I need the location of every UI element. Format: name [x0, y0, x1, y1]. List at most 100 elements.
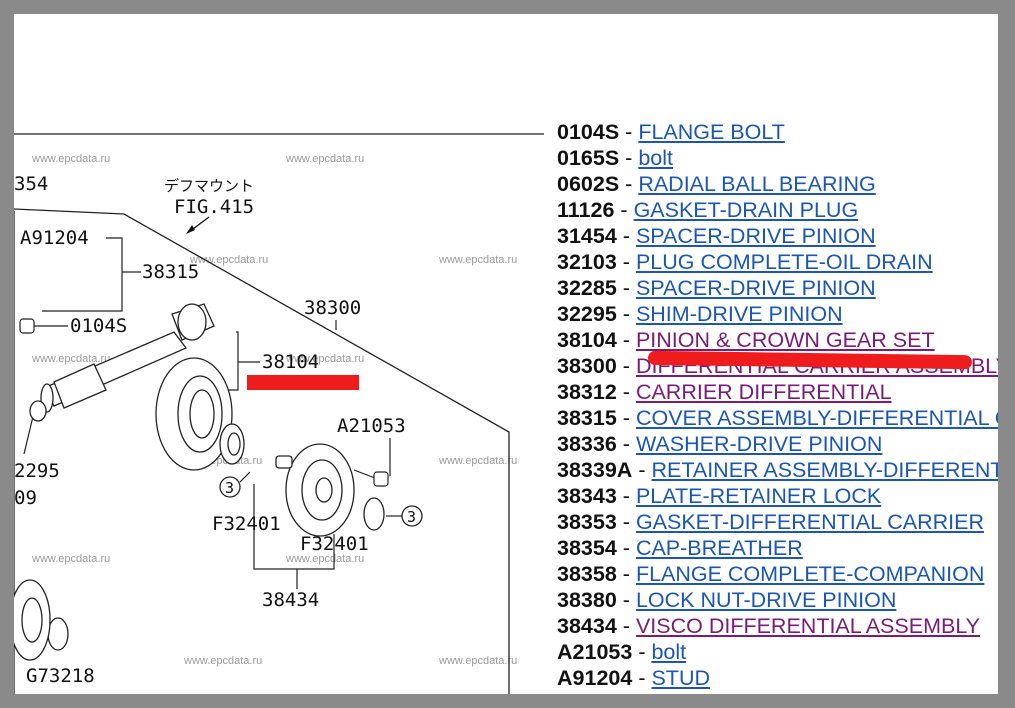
part-row: A91204 - STUD	[557, 665, 998, 691]
part-separator: -	[638, 666, 646, 690]
part-separator: -	[622, 276, 630, 300]
part-row: 32285 - SPACER-DRIVE PINION	[557, 275, 998, 301]
part-code: 38315	[557, 406, 617, 430]
label-2295: 2295	[14, 460, 60, 482]
label-354: 354	[14, 173, 48, 195]
part-row: A21053 - bolt	[557, 639, 998, 665]
label-a21053: A21053	[337, 415, 406, 437]
part-separator: -	[625, 120, 633, 144]
part-name-link[interactable]: WASHER-DRIVE PINION	[635, 432, 883, 456]
part-separator: -	[625, 172, 633, 196]
label-a91204: A91204	[20, 227, 89, 249]
label-38434: 38434	[262, 589, 319, 611]
side-gear-drawing	[14, 579, 51, 661]
part-row: 38380 - LOCK NUT-DRIVE PINION	[557, 587, 998, 613]
part-row: 0104S - FLANGE BOLT	[557, 119, 998, 145]
part-separator: -	[638, 640, 646, 664]
part-code: 32295	[557, 302, 617, 326]
part-name-link[interactable]: FLANGE COMPLETE-COMPANION	[635, 562, 985, 586]
part-name-link[interactable]: CARRIER DIFFERENTIAL	[635, 380, 892, 404]
part-row: 11126 - GASKET-DRAIN PLUG	[557, 197, 998, 223]
part-row: 38343 - PLATE-RETAINER LOCK	[557, 483, 998, 509]
label-f32401-left: F32401	[212, 513, 281, 535]
part-name-link[interactable]: bolt	[651, 640, 687, 664]
part-row: 38353 - GASKET-DIFFERENTIAL CARRIER	[557, 509, 998, 535]
part-name-link[interactable]: SPACER-DRIVE PINION	[635, 276, 876, 300]
part-name-link[interactable]: GASKET-DRAIN PLUG	[633, 198, 859, 222]
ref-fig-number: FIG.415	[174, 196, 254, 218]
watermark-text: www.epcdata.ru	[285, 353, 364, 365]
part-separator: -	[622, 588, 630, 612]
leader-lines	[23, 237, 391, 589]
callout-circle-3: 3	[219, 471, 251, 498]
part-name-link[interactable]: LOCK NUT-DRIVE PINION	[635, 588, 897, 612]
watermark-text: www.epcdata.ru	[285, 153, 364, 165]
crown-gear-drawing	[155, 357, 233, 471]
part-separator: -	[638, 458, 646, 482]
part-row: 38336 - WASHER-DRIVE PINION	[557, 431, 998, 457]
part-code: 0602S	[557, 172, 620, 196]
part-name-link[interactable]: PINION & CROWN GEAR SET	[635, 328, 935, 352]
part-separator: -	[622, 484, 630, 508]
bolt-a21053-drawing	[353, 469, 389, 487]
part-separator: -	[622, 536, 630, 560]
part-separator: -	[622, 562, 630, 586]
watermark-text: www.epcdata.ru	[285, 553, 364, 565]
label-38315: 38315	[142, 261, 199, 283]
part-name-link[interactable]: SHIM-DRIVE PINION	[635, 302, 843, 326]
part-code: 38312	[557, 380, 617, 404]
callout-number: 3	[407, 508, 416, 526]
pinion-shaft-drawing	[40, 303, 215, 413]
part-name-link[interactable]: STUD	[651, 666, 710, 690]
part-code: 38380	[557, 588, 617, 612]
part-code: 38353	[557, 510, 617, 534]
differential-case-drawing	[275, 443, 355, 537]
part-separator: -	[622, 328, 630, 352]
part-name-link[interactable]: SPACER-DRIVE PINION	[635, 224, 876, 248]
label-0104s: 0104S	[70, 315, 127, 337]
part-code: 38354	[557, 536, 617, 560]
part-row: 38339A - RETAINER ASSEMBLY-DIFFERENTIAL	[557, 457, 998, 483]
part-name-link[interactable]: PLATE-RETAINER LOCK	[635, 484, 882, 508]
part-name-link[interactable]: FLANGE BOLT	[638, 120, 785, 144]
part-code: 38358	[557, 562, 617, 586]
part-row: 32295 - SHIM-DRIVE PINION	[557, 301, 998, 327]
part-code: 38336	[557, 432, 617, 456]
part-code: 38300	[557, 354, 617, 378]
part-name-link[interactable]: bolt	[638, 146, 673, 170]
watermark-text: www.epcdata.ru	[31, 353, 110, 365]
part-name-link[interactable]: RETAINER ASSEMBLY-DIFFERENTIAL	[651, 458, 998, 482]
part-row: 38312 - CARRIER DIFFERENTIAL	[557, 379, 998, 405]
document-page: www.epcdata.ru www.epcdata.ru www.epcdat…	[14, 14, 998, 694]
label-38104: 38104	[262, 351, 319, 373]
part-code: 11126	[557, 198, 615, 222]
part-name-link[interactable]: RADIAL BALL BEARING	[638, 172, 876, 196]
part-name-link[interactable]: GASKET-DIFFERENTIAL CARRIER	[635, 510, 984, 534]
watermark-text: www.epcdata.ru	[438, 254, 517, 266]
part-name-link[interactable]: VISCO DIFFERENTIAL ASSEMBLY	[635, 614, 981, 638]
watermark-text: www.epcdata.ru	[438, 655, 517, 667]
watermark-text: www.epcdata.ru	[31, 553, 110, 565]
watermark-text: www.epcdata.ru	[183, 655, 262, 667]
part-row: 0165S - bolt	[557, 145, 998, 171]
part-code: 38339A	[557, 458, 633, 482]
part-name-link[interactable]: PLUG COMPLETE-OIL DRAIN	[635, 250, 933, 274]
label-38300: 38300	[304, 297, 361, 319]
part-separator: -	[622, 432, 630, 456]
part-separator: -	[625, 146, 633, 170]
part-code: 38104	[557, 328, 617, 352]
part-name-link[interactable]: COVER ASSEMBLY-DIFFERENTIAL CARRIER	[635, 406, 998, 430]
part-row: 38434 - VISCO DIFFERENTIAL ASSEMBLY	[557, 613, 998, 639]
part-separator: -	[622, 224, 630, 248]
red-highlight-marker	[247, 375, 359, 390]
part-code: 0104S	[557, 120, 620, 144]
part-separator: -	[622, 614, 630, 638]
part-name-link[interactable]: CAP-BREATHER	[635, 536, 803, 560]
part-separator: -	[622, 406, 630, 430]
part-code: 32285	[557, 276, 617, 300]
part-separator: -	[622, 510, 630, 534]
part-row: 38104 - PINION & CROWN GEAR SET	[557, 327, 998, 353]
part-code: 31454	[557, 224, 617, 248]
part-code: 0165S	[557, 146, 620, 170]
